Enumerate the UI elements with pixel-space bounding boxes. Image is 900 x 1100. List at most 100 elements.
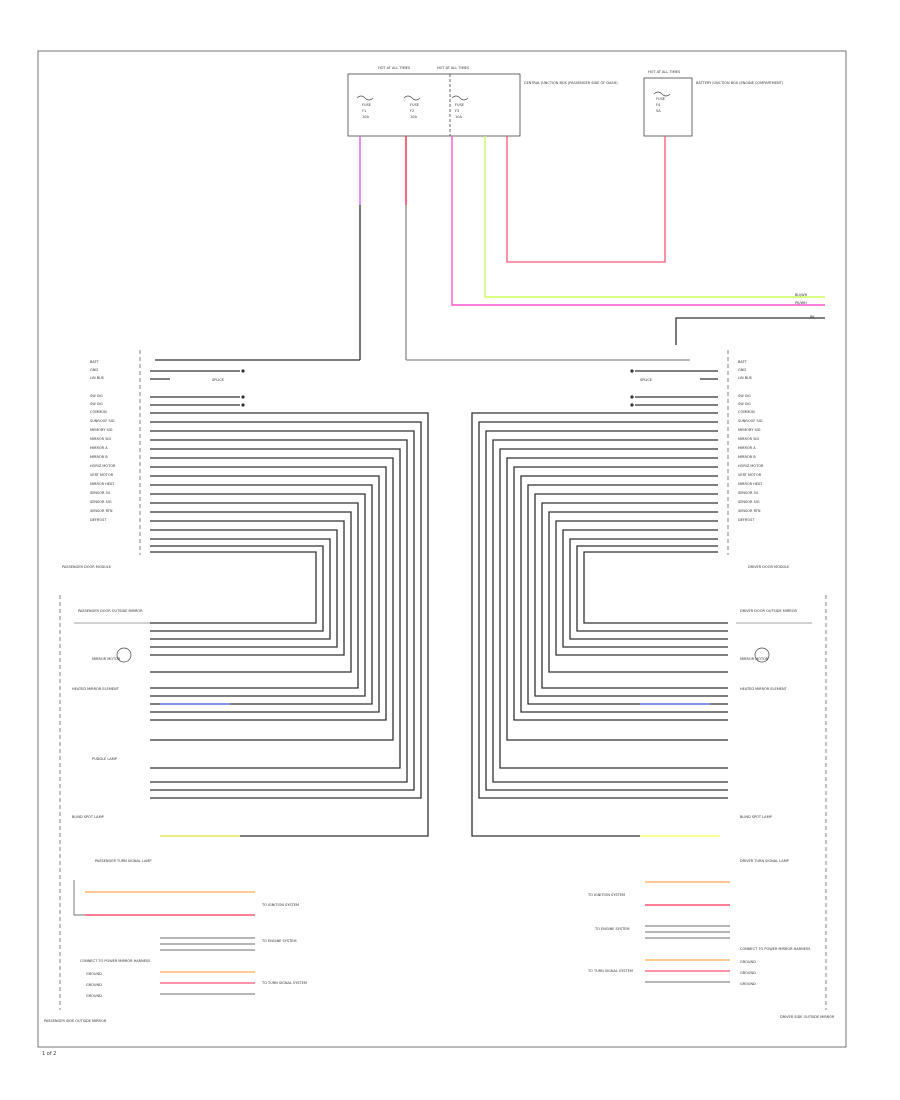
- driver-door-module: DRIVER DOOR MODULE BATT GND LIN BUS SW S…: [471, 350, 789, 837]
- passenger-mirror-ground-0: GROUND: [86, 972, 102, 976]
- fuse-box-right-outline: [643, 77, 693, 137]
- driver-module-pin-6: SUNROOF SIG: [738, 419, 763, 423]
- passenger-mirror-ground-2: GROUND: [86, 994, 102, 998]
- edge-connector-3: BK: [810, 315, 815, 319]
- passenger-mirror-label-2: PUDDLE LAMP: [92, 757, 117, 761]
- passenger-module-pin-3: SW SIG: [90, 394, 103, 398]
- driver-mirror-note-0: TO IGNITION SYSTEM: [587, 893, 625, 897]
- driver-module-pin-4: SW SIG: [738, 402, 751, 406]
- fuse-box-top-header-left: HOT AT ALL TIMES: [378, 66, 411, 70]
- passenger-mirror-ground-1: GROUND: [86, 983, 102, 987]
- passenger-mirror-note-1: TO ENGINE SYSTEM: [261, 939, 296, 943]
- edge-connector-1: BU/WH: [795, 293, 808, 297]
- driver-mirror-connector: CONNECT TO POWER MIRROR HARNESS: [740, 947, 811, 951]
- wire-f3-pink: [451, 136, 825, 306]
- passenger-module-pin-15: SENSOR SIG: [90, 500, 112, 504]
- fuse-box-top-desc: CENTRAL JUNCTION BOX (PASSENGER SIDE OF …: [524, 81, 618, 85]
- svg-text:FUSE: FUSE: [410, 103, 419, 107]
- passenger-module-pin-16: SENSOR RTN: [90, 509, 113, 513]
- passenger-module-pin-12: VERT MOTOR: [90, 473, 114, 477]
- driver-mirror-ground-1: GROUND: [740, 971, 756, 975]
- fuse-f3: FUSE F3 10A: [451, 95, 469, 119]
- fuse-box-top-header-right: HOT AT ALL TIMES: [437, 66, 470, 70]
- passenger-module-pin-5: COMMON: [90, 410, 107, 414]
- driver-mirror-motor-icon: [754, 647, 770, 663]
- driver-mirror: DRIVER DOOR OUTSIDE MIRROR HEATED MIRROR…: [587, 595, 835, 1019]
- passenger-mirror-title: PASSENGER DOOR OUTSIDE MIRROR: [78, 609, 143, 613]
- passenger-module-pin-2: LIN BUS: [90, 376, 105, 380]
- driver-mirror-note-2: TO TURN SIGNAL SYSTEM: [587, 969, 633, 973]
- passenger-module-pin-7: MEMORY SIG: [90, 428, 113, 432]
- passenger-mirror-label-3: BLIND SPOT LAMP: [72, 815, 104, 819]
- driver-module-pin-5: COMMON: [738, 410, 755, 414]
- passenger-mirror: PASSENGER DOOR OUTSIDE MIRROR HEATED MIR…: [44, 595, 307, 1023]
- driver-module-pin-12: VERT MOTOR: [738, 473, 762, 477]
- driver-module-pin-17: DEFROST: [738, 518, 755, 522]
- driver-module-pin-14: SENSOR 5V: [738, 491, 759, 495]
- driver-module-pin-15: SENSOR SIG: [738, 500, 760, 504]
- wire-black-return: [675, 317, 825, 345]
- svg-text:5A: 5A: [656, 109, 661, 113]
- svg-text:10A: 10A: [455, 115, 462, 119]
- passenger-module-pin-17: DEFROST: [90, 518, 107, 522]
- driver-mirror-note-1: TO ENGINE SYSTEM: [594, 927, 629, 931]
- driver-mirror-title: DRIVER DOOR OUTSIDE MIRROR: [740, 609, 797, 613]
- passenger-mirror-note-2: TO TURN SIGNAL SYSTEM: [261, 981, 307, 985]
- driver-mirror-label-0: HEATED MIRROR ELEMENT: [740, 687, 788, 691]
- driver-module-pin-16: SENSOR RTN: [738, 509, 761, 513]
- driver-mirror-ground-0: GROUND: [740, 960, 756, 964]
- passenger-mirror-label-4: PASSENGER TURN SIGNAL LAMP: [95, 859, 151, 863]
- passenger-mirror-motor-icon: [116, 647, 132, 663]
- fuse-box-top: HOT AT ALL TIMES HOT AT ALL TIMES FUSE F…: [347, 66, 618, 137]
- fuse-f1: FUSE F1 10A: [356, 95, 374, 119]
- svg-text:10A: 10A: [410, 115, 417, 119]
- feed-wires: [155, 136, 825, 361]
- svg-text:F1: F1: [362, 109, 366, 113]
- passenger-module-pin-10: MIRROR B: [90, 455, 108, 459]
- passenger-module-pin-13: MIRROR HEAT: [90, 482, 115, 486]
- passenger-module-title: PASSENGER DOOR MODULE: [62, 565, 111, 569]
- passenger-module-pin-9: MIRROR A: [90, 446, 108, 450]
- page-label: 1 of 2: [42, 1051, 56, 1057]
- passenger-module-pin-6: SUNROOF SIG: [90, 419, 115, 423]
- driver-mirror-ground-2: GROUND: [740, 982, 756, 986]
- passenger-mirror-note-0: TO IGNITION SYSTEM: [261, 903, 299, 907]
- driver-mirror-label-1: MIRROR MOTOR: [740, 657, 769, 661]
- driver-mirror-label-3: DRIVER TURN SIGNAL LAMP: [740, 859, 789, 863]
- driver-module-pin-8: MIRROR SIG: [738, 437, 759, 441]
- fuse-box-top-outline: [347, 73, 521, 137]
- driver-module-title: DRIVER DOOR MODULE: [748, 565, 789, 569]
- driver-module-pin-1: GND: [738, 368, 746, 372]
- passenger-module-pin-14: SENSOR 5V: [90, 491, 111, 495]
- passenger-module-pin-4: SW SIG: [90, 402, 103, 406]
- passenger-module-pin-8: MIRROR SIG: [90, 437, 111, 441]
- driver-module-pin-9: MIRROR A: [738, 446, 756, 450]
- driver-module-pin-0: BATT: [738, 360, 748, 364]
- passenger-module-pin-11: HORIZ MOTOR: [90, 464, 116, 468]
- svg-text:10A: 10A: [362, 115, 369, 119]
- driver-module-pin-10: MIRROR B: [738, 455, 756, 459]
- driver-module-pin-11: HORIZ MOTOR: [738, 464, 764, 468]
- passenger-mirror-label-1: MIRROR MOTOR: [92, 657, 121, 661]
- passenger-mirror-connector: CONNECT TO POWER MIRROR HARNESS: [80, 959, 151, 963]
- svg-text:FUSE: FUSE: [362, 103, 371, 107]
- driver-module-pin-3: SW SIG: [738, 394, 751, 398]
- driver-module-pin-7: MEMORY SIG: [738, 428, 761, 432]
- passenger-mirror-footer: PASSENGER SIDE OUTSIDE MIRROR: [44, 1019, 107, 1023]
- edge-connector-2: PK/WH: [795, 301, 807, 305]
- driver-module-pin-13: MIRROR HEAT: [738, 482, 763, 486]
- fuse-f2: FUSE F2 10A: [403, 95, 421, 119]
- driver-mirror-label-2: BLIND SPOT LAMP: [740, 815, 772, 819]
- diagram-frame: [37, 50, 847, 1048]
- passenger-module-pin-1: GND: [90, 368, 98, 372]
- svg-text:FUSE: FUSE: [656, 97, 665, 101]
- svg-text:F3: F3: [455, 109, 459, 113]
- driver-mirror-footer: DRIVER SIDE OUTSIDE MIRROR: [780, 1015, 835, 1019]
- svg-text:FUSE: FUSE: [455, 103, 464, 107]
- driver-module-pin-2: LIN BUS: [738, 376, 753, 380]
- svg-text:F2: F2: [410, 109, 414, 113]
- passenger-module-splice: SPLICE: [212, 378, 224, 382]
- passenger-door-module: PASSENGER DOOR MODULE BATT GND LIN BUS S…: [62, 350, 429, 837]
- wire-f4-red: [506, 136, 666, 263]
